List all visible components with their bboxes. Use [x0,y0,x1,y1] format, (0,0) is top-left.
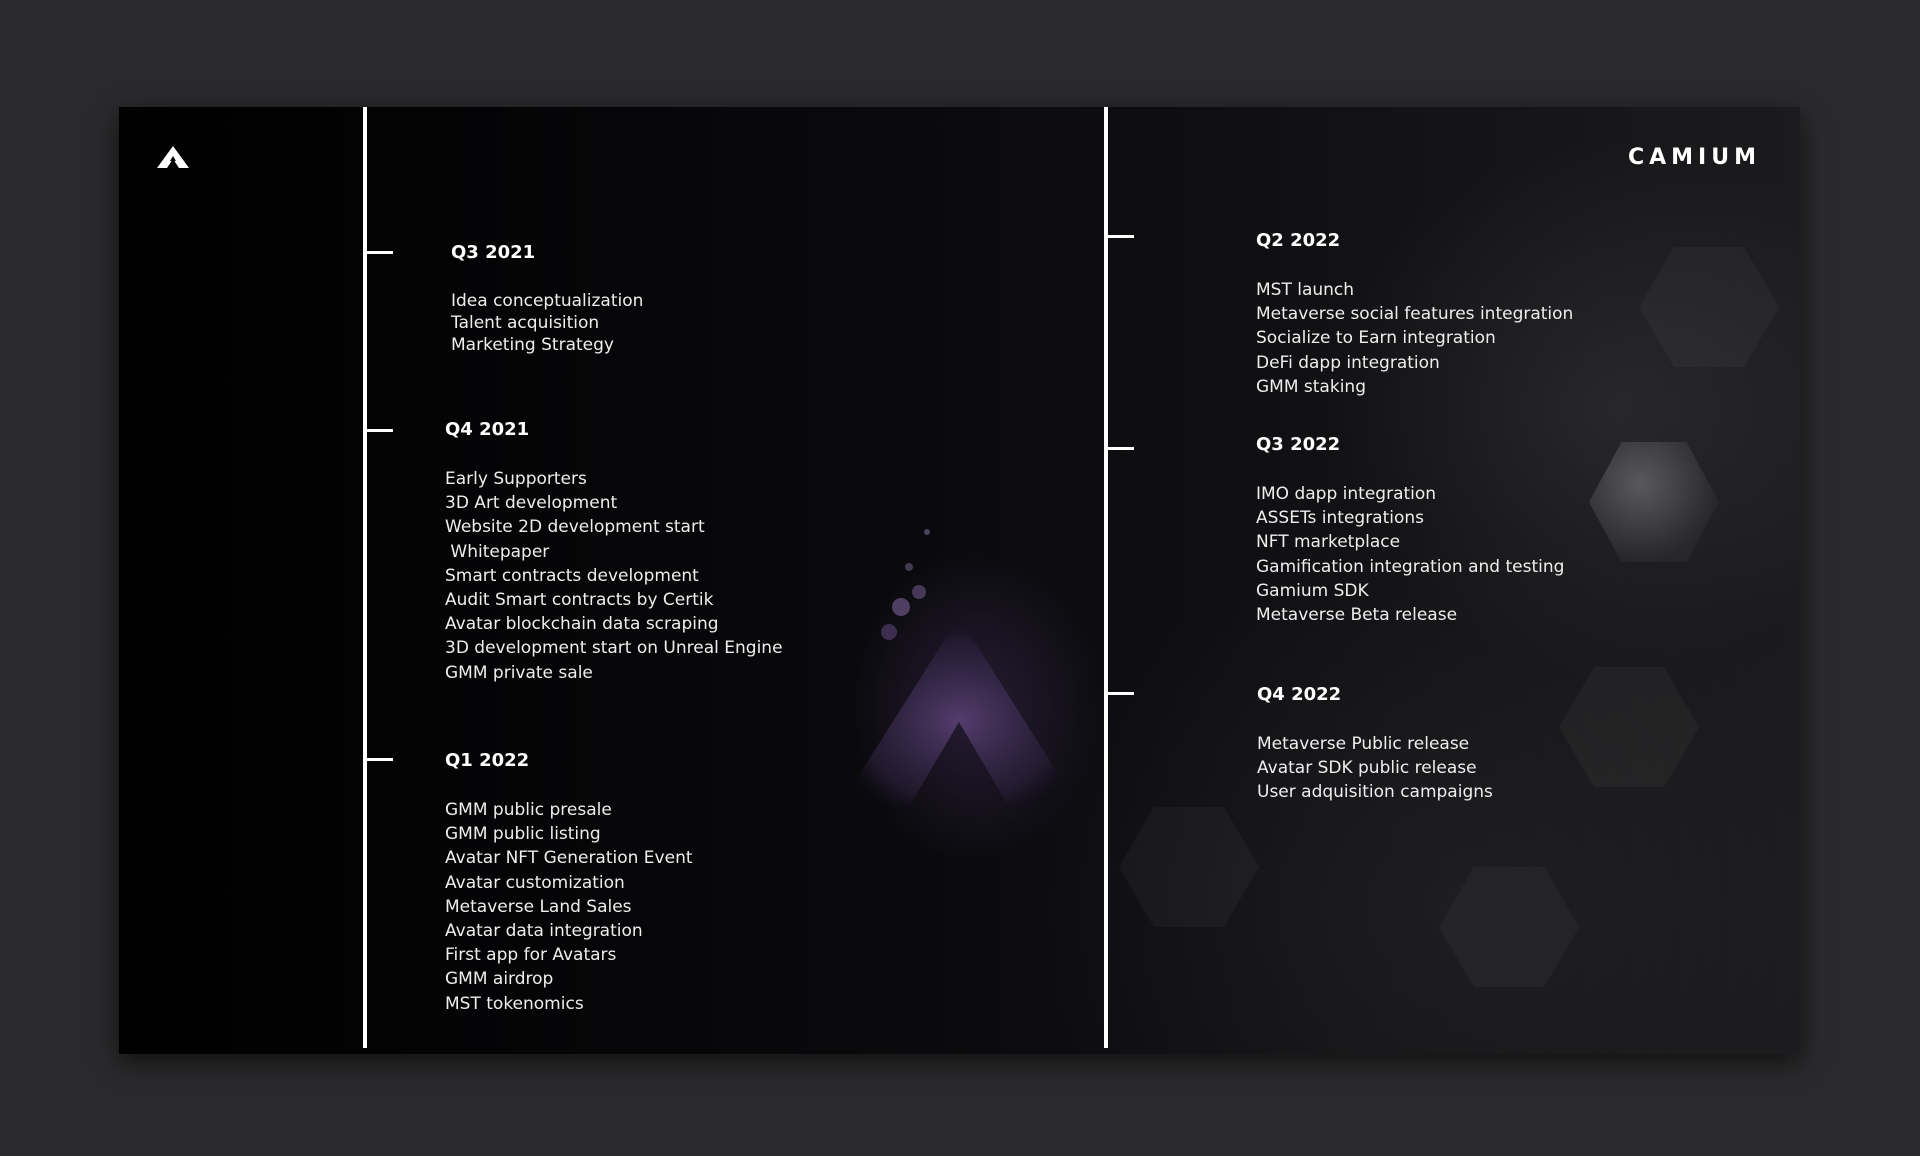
milestone-item: Idea conceptualization [451,291,644,311]
milestone-item: 3D development start on Unreal Engine [445,638,783,659]
quarter-title: Q3 2021 [451,242,536,263]
milestone-item: Talent acquisition [451,313,600,333]
milestone-list: Idea conceptualization Talent acquisitio… [451,290,643,356]
quarter-block-q2-2022: Q2 2022 MST launch Metaverse social feat… [1256,230,1573,399]
timeline-tick-q4-2022 [1106,692,1134,695]
timeline-tick-q3-2021 [365,251,393,254]
quarter-block-q3-2022: Q3 2022 IMO dapp integration ASSETs inte… [1256,434,1564,627]
milestone-item: DeFi dapp integration [1256,352,1440,373]
timeline-line-right [1104,107,1108,1048]
milestone-item: GMM private sale [445,662,593,683]
milestone-item: NFT marketplace [1256,532,1401,553]
milestone-item: ASSETs integrations [1256,508,1425,529]
quarter-block-q4-2022: Q4 2022 Metaverse Public release Avatar … [1257,684,1493,805]
milestone-item: GMM public presale [445,800,612,820]
milestone-item: Audit Smart contracts by Certik [445,590,714,611]
milestone-item: Early Supporters [445,469,587,489]
milestone-item: MST tokenomics [445,993,584,1014]
quarter-title: Q4 2021 [445,419,530,440]
milestone-item: Gamium SDK [1256,580,1369,601]
gamium-a-logo-icon [157,146,189,168]
milestone-item: 3D Art development [445,493,618,514]
milestone-item: MST launch [1256,280,1355,300]
quarter-title: Q3 2022 [1256,434,1341,455]
milestone-item: Metaverse Beta release [1256,605,1458,626]
milestone-item: Metaverse Land Sales [445,896,632,917]
milestone-list: IMO dapp integration ASSETs integrations… [1256,482,1564,627]
purple-a-graphic [839,529,1079,807]
timeline-tick-q2-2022 [1106,235,1134,238]
milestone-item: Avatar customization [445,872,625,893]
background-hex-shape [1639,247,1779,367]
milestone-item: Website 2D development start [445,517,705,538]
quarter-title: Q4 2022 [1257,684,1342,705]
timeline-tick-q3-2022 [1106,447,1134,450]
milestone-item: First app for Avatars [445,945,617,966]
milestone-item: Avatar NFT Generation Event [445,848,693,869]
milestone-item: User adquisition campaigns [1257,782,1493,803]
milestone-item: GMM airdrop [445,969,554,990]
background-crystal-shape [1589,442,1719,562]
quarter-title: Q2 2022 [1256,230,1341,251]
quarter-title: Q1 2022 [445,750,530,771]
milestone-item: Marketing Strategy [451,335,614,355]
milestone-list: MST launch Metaverse social features int… [1256,278,1573,399]
milestone-item: Avatar SDK public release [1257,758,1477,779]
milestone-list: Early Supporters 3D Art development Webs… [445,467,783,685]
timeline-line-left [363,107,367,1048]
background-hex-shape [1439,867,1579,987]
timeline-tick-q1-2022 [365,758,393,761]
milestone-item: Gamification integration and testing [1256,556,1565,577]
milestone-item: IMO dapp integration [1256,484,1437,504]
milestone-item: Metaverse social features integration [1256,304,1574,325]
milestone-item: Metaverse Public release [1257,734,1470,754]
quarter-block-q1-2022: Q1 2022 GMM public presale GMM public li… [445,750,693,1016]
milestone-list: GMM public presale GMM public listing Av… [445,798,693,1016]
milestone-item: Smart contracts development [445,565,699,586]
milestone-item: Avatar blockchain data scraping [445,614,719,635]
milestone-list: Metaverse Public release Avatar SDK publ… [1257,732,1493,805]
milestone-item: Whitepaper [445,541,550,562]
background-hex-shape [1559,667,1699,787]
quarter-block-q4-2021: Q4 2021 Early Supporters 3D Art developm… [445,419,783,685]
timeline-tick-q4-2021 [365,429,393,432]
background-hex-shape [1119,807,1259,927]
brand-wordmark: CAMIUM [1627,145,1761,170]
roadmap-slide: CAMIUM Q3 2021 Idea conceptualization Ta… [119,107,1800,1054]
milestone-item: Socialize to Earn integration [1256,328,1496,349]
milestone-item: Avatar data integration [445,921,643,942]
quarter-block-q3-2021: Q3 2021 Idea conceptualization Talent ac… [451,242,643,356]
milestone-item: GMM staking [1256,376,1366,397]
milestone-item: GMM public listing [445,824,601,845]
